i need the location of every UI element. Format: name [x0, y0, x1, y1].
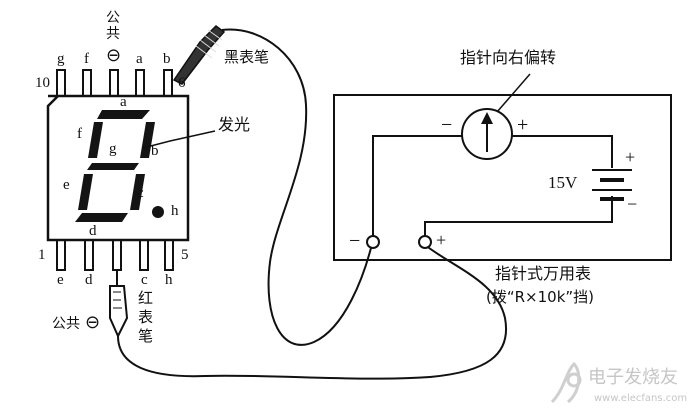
segment-c: [130, 174, 145, 210]
black-probe: [172, 25, 226, 85]
deflect-label: 指针向右偏转: [460, 48, 557, 67]
black-probe-label: 黑表笔: [224, 48, 270, 66]
segment-d: [75, 213, 128, 222]
segment-label-a: a: [120, 94, 127, 110]
segment-label-g: g: [109, 141, 117, 157]
segment-label-b: b: [151, 143, 159, 159]
meter-plus-label: +: [517, 114, 529, 136]
watermark-text: 电子发烧友: [588, 367, 678, 388]
segment-e: [78, 174, 93, 210]
terminal-plus: [418, 235, 432, 249]
bottom-pin-label-h: h: [165, 272, 173, 288]
bottom-pin-e: [56, 239, 66, 271]
red-lead-wire: [117, 244, 508, 380]
bottom-common-symbol: ⊖: [85, 312, 101, 333]
top-pin-label-g: g: [57, 51, 65, 67]
bottom-pin-d: [84, 239, 94, 271]
top-pin-label-a: a: [136, 51, 143, 67]
segment-label-h: h: [171, 203, 179, 219]
glow-label: 发光: [218, 115, 251, 134]
segment-b: [140, 122, 155, 158]
bottom-pins: [56, 239, 174, 271]
deflect-pointer: [496, 73, 531, 113]
top-pin-label-b: b: [163, 51, 171, 67]
segment-label-f: f: [77, 126, 82, 142]
range-note-label: (拨“R×10k”挡): [486, 288, 595, 306]
bottom-pin-common: [112, 239, 122, 271]
battery: [592, 169, 632, 201]
black-lead-wire: [221, 28, 373, 346]
bottom-pin-label-c: c: [141, 272, 148, 288]
top-pin-a: [135, 69, 145, 99]
segment-label-c: c: [137, 185, 144, 201]
segment-h-dot: [152, 206, 164, 218]
pin-number-5: 5: [181, 247, 189, 263]
top-pin-g: [56, 69, 66, 99]
meter-minus-label: −: [441, 114, 453, 136]
red-probe-label: 红 表 笔: [138, 289, 154, 345]
top-common-label: 公 共: [106, 10, 120, 42]
watermark-url: www.elecfans.com: [594, 393, 688, 404]
glow-pointer: [142, 130, 216, 149]
top-common-symbol: ⊖: [106, 45, 122, 66]
segment-g: [87, 163, 139, 170]
meter-box: [333, 94, 672, 261]
segment-label-e: e: [63, 177, 70, 193]
battery-voltage-label: 15V: [548, 173, 578, 192]
seven-segment-digit: [75, 110, 164, 222]
battery-minus-label: −: [627, 194, 638, 214]
watermark-logo-icon: [550, 361, 582, 404]
needle-icon: [481, 112, 493, 152]
pin-number-1: 1: [38, 247, 46, 263]
segment-a: [97, 110, 150, 119]
meter-name-label: 指针式万用表: [495, 264, 592, 283]
bottom-pin-label-e: e: [57, 272, 64, 288]
terminal-minus: [366, 235, 380, 249]
meter-circuit: [372, 135, 613, 236]
top-pin-label-f: f: [84, 51, 89, 67]
pin-number-10: 10: [35, 75, 50, 91]
red-probe: [109, 270, 129, 339]
terminal-minus-label: −: [349, 230, 361, 252]
bottom-pin-h: [164, 239, 174, 271]
pin-number-6: 6: [178, 75, 186, 91]
terminal-plus-label: +: [436, 230, 447, 250]
segment-f: [88, 122, 103, 158]
top-pins: [56, 69, 173, 99]
top-pin-f: [82, 69, 92, 99]
top-pin-b: [163, 69, 173, 99]
bottom-pin-label-d: d: [85, 272, 93, 288]
battery-plus-label: +: [625, 147, 636, 167]
bottom-pin-c: [139, 239, 149, 271]
segment-label-d: d: [89, 223, 97, 239]
bottom-common-label: 公共: [52, 316, 80, 332]
top-pin-common: [109, 69, 119, 99]
